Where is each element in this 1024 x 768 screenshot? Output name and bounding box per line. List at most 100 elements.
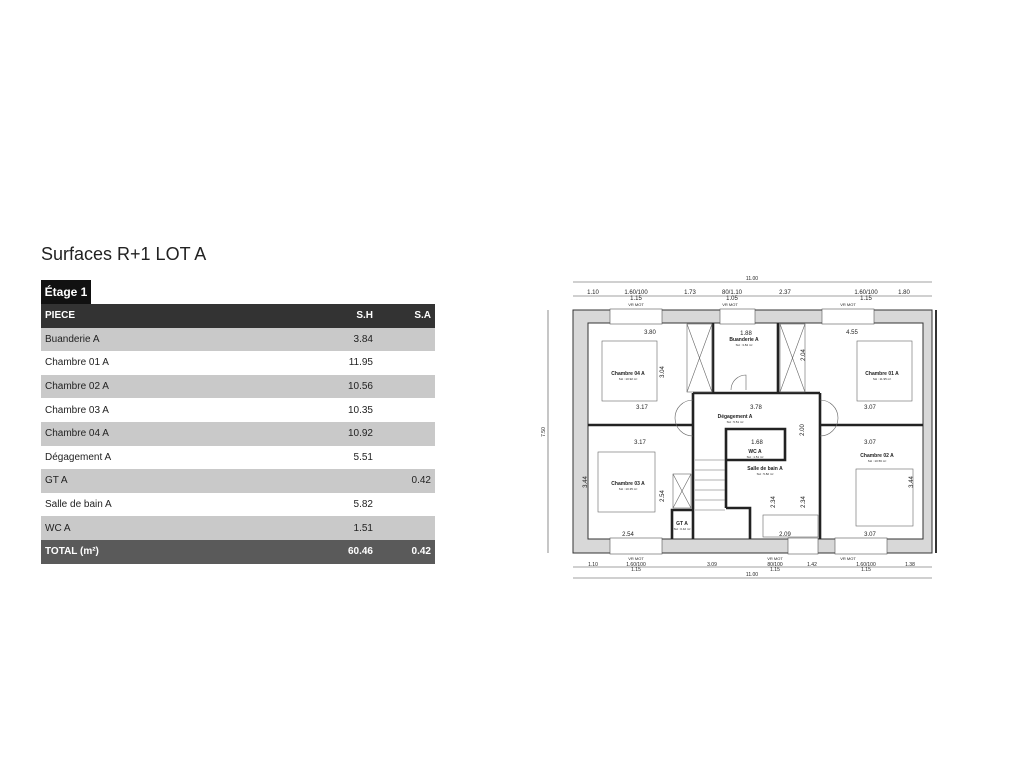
total-sa: 0.42 — [381, 539, 435, 564]
dim-label: 3.07 — [864, 440, 876, 446]
room-area: SH : 11.95 m² — [873, 377, 891, 381]
cell-sa — [381, 421, 435, 446]
bottom-dim: 1.10 — [588, 562, 598, 568]
bottom-sub: 1.15 — [770, 567, 780, 573]
dim-label: 3.17 — [634, 440, 646, 446]
overall-width: 11.00 — [746, 572, 758, 578]
dim-label: 3.80 — [644, 330, 656, 336]
dim-label: 3.07 — [864, 405, 876, 411]
top-dim: 1.80 — [898, 290, 910, 296]
cell-piece: Salle de bain A — [41, 492, 309, 517]
room-area: SH : 10.35 m² — [619, 487, 638, 491]
cell-sa — [381, 492, 435, 517]
room-name: Chambre 03 A — [611, 481, 645, 487]
col-sh: S.H — [309, 304, 381, 328]
top-dim: 1.60/100 — [624, 290, 648, 296]
cell-sa: 0.42 — [381, 469, 435, 493]
total-label: TOTAL (m²) — [41, 539, 309, 564]
shutter-label: VR MOT — [767, 556, 783, 561]
dim-label: 2.34 — [771, 496, 777, 508]
cell-piece: WC A — [41, 516, 309, 540]
bottom-dim: 80/100 — [767, 562, 783, 568]
bottom-dim: 1.60/100 — [626, 562, 646, 568]
room-name: Buanderie A — [729, 337, 759, 343]
table-header: PIECE S.H S.A — [41, 304, 435, 328]
cell-sh: 3.84 — [309, 327, 381, 352]
top-sub: 1.15 — [860, 296, 872, 302]
dim-label: 2.09 — [779, 532, 791, 538]
dim-label: 3.07 — [864, 532, 876, 538]
total-sh: 60.46 — [309, 539, 381, 564]
bottom-dim: 1.60/100 — [856, 562, 876, 568]
room-name: Dégagement A — [718, 414, 753, 420]
room-name: Chambre 01 A — [865, 371, 899, 377]
bottom-dim: 1.42 — [807, 562, 817, 568]
cell-sa — [381, 351, 435, 375]
cell-piece: Dégagement A — [41, 445, 309, 470]
cell-piece: Buanderie A — [41, 327, 309, 352]
top-dim: 1.10 — [587, 290, 599, 296]
room-name: GT A — [676, 521, 688, 527]
room-area: SH : 10.56 m² — [868, 459, 887, 463]
cell-sh: 5.82 — [309, 492, 381, 517]
room-area: SH : 0.42 m² — [674, 527, 691, 531]
cell-piece: Chambre 04 A — [41, 421, 309, 446]
col-sa: S.A — [381, 304, 435, 328]
top-dim: 80/1.10 — [722, 290, 743, 296]
dim-label: 3.44 — [583, 476, 589, 488]
shutter-label: VR MOT — [722, 302, 738, 307]
tab-etage-1[interactable]: Étage 1 — [41, 280, 91, 304]
room-area: SH : 3.84 m² — [736, 343, 753, 347]
cell-sh: 10.92 — [309, 421, 381, 446]
dim-label: 4.55 — [846, 330, 858, 336]
bottom-dim: 1.38 — [905, 562, 915, 568]
cell-sa — [381, 327, 435, 352]
room-name: Salle de bain A — [747, 466, 783, 472]
cell-sa — [381, 374, 435, 399]
cell-sh: 10.56 — [309, 374, 381, 399]
dim-label: 2.00 — [800, 424, 806, 436]
top-sub: 1.05 — [726, 296, 738, 302]
top-dim: 2.37 — [779, 290, 791, 296]
bottom-sub: 1.15 — [861, 567, 871, 573]
cell-piece: Chambre 02 A — [41, 374, 309, 399]
dim-label: 2.34 — [801, 496, 807, 508]
cell-sh: 1.51 — [309, 516, 381, 540]
dim-label: 1.88 — [740, 331, 752, 337]
cell-piece: GT A — [41, 469, 309, 493]
top-sub: 1.15 — [630, 296, 642, 302]
dim-label: 2.54 — [660, 490, 666, 502]
cell-sh — [309, 469, 381, 493]
cell-piece: Chambre 03 A — [41, 398, 309, 422]
room-name: WC A — [748, 449, 762, 455]
shutter-label: VR MOT — [840, 302, 856, 307]
cell-sh: 10.35 — [309, 398, 381, 422]
dim-label: 2.04 — [801, 349, 807, 361]
table-total-row: TOTAL (m²) 60.46 0.42 — [41, 539, 435, 564]
cell-sa — [381, 516, 435, 540]
top-dim: 1.73 — [684, 290, 696, 296]
cell-sa — [381, 398, 435, 422]
cell-sh: 11.95 — [309, 351, 381, 375]
col-piece: PIECE — [41, 304, 309, 328]
top-dim: 1.60/100 — [854, 290, 878, 296]
dim-label: 3.44 — [909, 476, 915, 488]
room-area: SH : 10.92 m² — [619, 377, 638, 381]
room-name: Chambre 04 A — [611, 371, 645, 377]
shutter-label: VR MOT — [628, 556, 644, 561]
dim-label: 3.17 — [636, 405, 648, 411]
cell-sh: 5.51 — [309, 445, 381, 470]
dim-label: 3.04 — [660, 366, 666, 378]
cell-piece: Chambre 01 A — [41, 351, 309, 375]
bottom-sub: 1.15 — [631, 567, 641, 573]
